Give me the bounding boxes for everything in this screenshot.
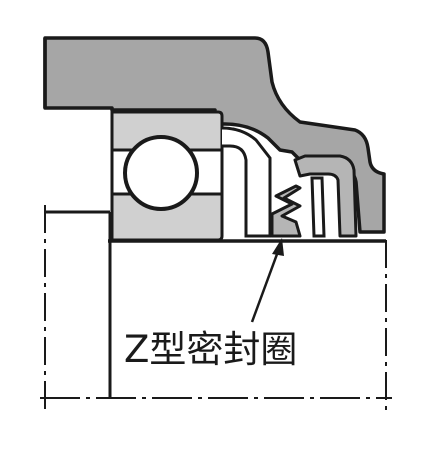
bearing-ball [123,135,199,211]
callout-arrowhead [272,238,284,256]
housing [43,36,386,234]
z-seal-ring [270,184,302,238]
bearing-side-wall [221,126,272,238]
z-seal-label: Z型密封圈 [124,328,297,371]
callout-leader-line [250,245,282,323]
seal-lip [310,176,326,238]
seal-carrier [293,154,358,238]
